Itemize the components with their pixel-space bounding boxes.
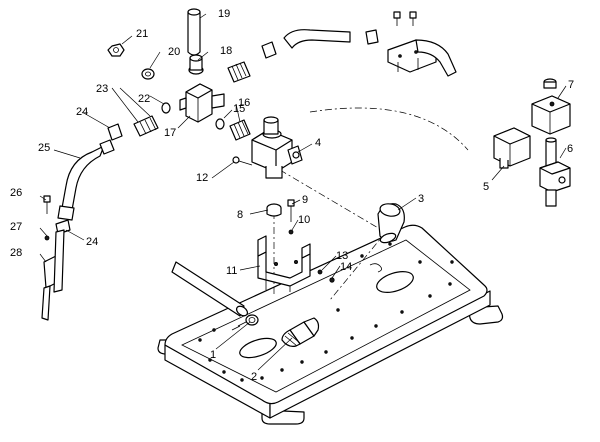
coupling-16 (229, 119, 251, 141)
callout-20: 20 (168, 46, 180, 58)
coupling-23 (133, 115, 159, 137)
washer-10 (288, 229, 294, 235)
callout-11: 11 (226, 265, 237, 277)
callout-28: 28 (10, 247, 22, 259)
callout-14: 14 (340, 261, 352, 273)
left-bracket-28 (41, 229, 65, 321)
callout-8: 8 (237, 209, 243, 221)
leader-lines (39, 13, 567, 371)
coil-5 (493, 127, 531, 169)
screw-12 (232, 156, 253, 166)
callout-7: 7 (568, 79, 574, 91)
mounting-bracket (257, 235, 311, 292)
large-elbow (377, 203, 405, 244)
callout-3: 3 (418, 193, 424, 205)
callout-22: 22 (138, 93, 150, 105)
long-pipe (171, 261, 259, 326)
callout-6: 6 (567, 143, 573, 155)
screw-26 (43, 195, 51, 214)
callout-16: 16 (238, 97, 250, 109)
left-hose-25 (57, 139, 115, 221)
callout-19: 19 (218, 8, 230, 20)
upper-hose (283, 29, 457, 77)
callout-9: 9 (302, 194, 308, 206)
callout-2: 2 (251, 371, 257, 383)
washer-20 (141, 68, 155, 80)
callout-10: 10 (298, 214, 310, 226)
callout-24-lower: 24 (86, 236, 98, 248)
callout-18: 18 (220, 45, 232, 57)
tee-manifold-17 (179, 83, 225, 123)
callout-21: 21 (136, 28, 148, 40)
callout-26: 26 (10, 187, 22, 199)
coil-7 (531, 78, 571, 135)
solenoid-valve-4 (251, 116, 303, 179)
callout-5: 5 (483, 181, 489, 193)
callout-27: 27 (10, 221, 22, 233)
callout-17: 17 (164, 127, 176, 139)
assembly-centerline-1 (279, 169, 386, 233)
callout-12: 12 (196, 172, 208, 184)
callout-4: 4 (315, 137, 321, 149)
screw-13 (317, 269, 323, 275)
callout-15: 15 (233, 103, 245, 115)
elbow-fitting (281, 317, 320, 347)
valve-body-6 (539, 137, 571, 207)
clamp-24-upper (107, 123, 123, 141)
tube-19 (187, 8, 201, 56)
nut-8 (266, 203, 282, 217)
top-screws (393, 11, 417, 26)
assembly-centerline-arc (309, 107, 469, 151)
washer-22 (161, 102, 171, 114)
callout-1: 1 (210, 349, 216, 361)
callout-25: 25 (38, 142, 50, 154)
fitting-18 (188, 54, 204, 75)
callout-labels: 1 2 3 4 5 6 7 8 9 10 11 12 13 14 15 16 1… (10, 8, 574, 383)
nut-21 (107, 43, 125, 57)
callout-13: 13 (336, 250, 348, 262)
callout-24-upper: 24 (76, 106, 88, 118)
washer-27 (44, 235, 50, 241)
upper-coupling (227, 41, 277, 83)
callout-23: 23 (96, 83, 108, 95)
washer-15 (215, 118, 225, 130)
screw-14 (329, 277, 335, 283)
base-plate (157, 224, 504, 425)
